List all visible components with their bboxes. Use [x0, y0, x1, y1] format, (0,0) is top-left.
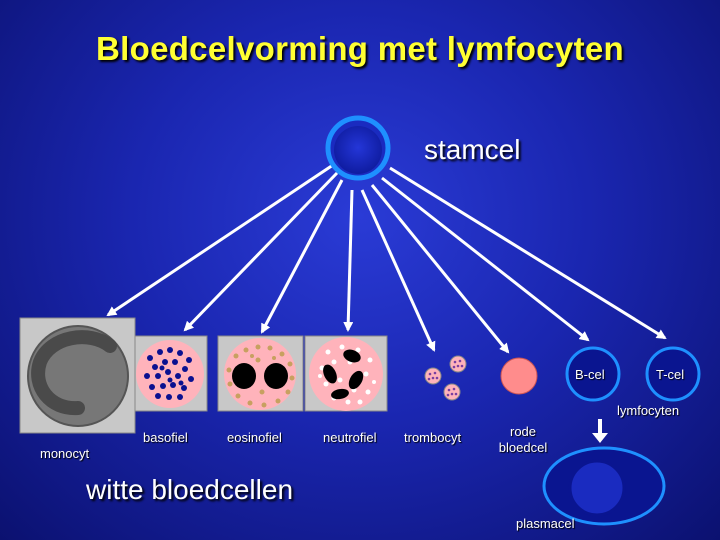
trombocyt-2 — [449, 355, 467, 373]
eosinofiel-label: eosinofiel — [227, 430, 282, 445]
page-title: Bloedcelvorming met lymfocyten — [96, 30, 624, 67]
arrow-to-eosinofiel — [260, 179, 344, 334]
trombocyt-1 — [424, 367, 442, 385]
arrow-to-trombocyt — [360, 189, 436, 352]
eosinofiel-granules — [226, 344, 295, 408]
arrow-to-t-cel — [389, 166, 667, 340]
trombocyt-label: trombocyt — [404, 430, 462, 445]
rode-bloedcel-cell — [500, 357, 538, 395]
plasmacel-label: plasmacel — [516, 516, 575, 531]
monocyt-label: monocyt — [40, 446, 90, 461]
witte-bloedcellen-label: witte bloedcellen — [86, 474, 294, 505]
monocyt-cell — [19, 317, 136, 434]
b-cel-cell — [565, 346, 621, 402]
t-cel-cell — [645, 346, 701, 402]
basofiel-granules — [144, 347, 194, 400]
differentiation-arrows — [106, 163, 667, 354]
b-cel-label: B-cel — [575, 367, 605, 382]
eosinofiel-cell — [217, 335, 304, 412]
arrow-to-plasmacel — [592, 419, 608, 443]
neutrofiel-label: neutrofiel — [323, 430, 377, 445]
arrow-to-rode-bloedcel — [370, 184, 510, 354]
lymfocyten-label: lymfocyten — [617, 403, 680, 418]
rode-bloedcel-label: rode bloedcel — [498, 424, 548, 455]
trombocyt-3 — [443, 383, 461, 401]
trombocyt-cells — [424, 355, 467, 401]
basofiel-cell — [134, 335, 208, 412]
basofiel-label: basofiel — [143, 430, 188, 445]
arrow-to-neutrofiel — [343, 189, 354, 332]
stamcel-label: stamcel — [424, 134, 521, 165]
t-cel-label: T-cel — [656, 367, 685, 382]
neutrofiel-cell — [304, 335, 388, 412]
plasmacel-cell — [542, 446, 666, 526]
arrow-to-basofiel — [183, 171, 339, 332]
stamcel-cell — [325, 115, 391, 181]
arrow-to-b-cel — [381, 176, 590, 342]
arrow-to-monocyt — [106, 163, 334, 317]
